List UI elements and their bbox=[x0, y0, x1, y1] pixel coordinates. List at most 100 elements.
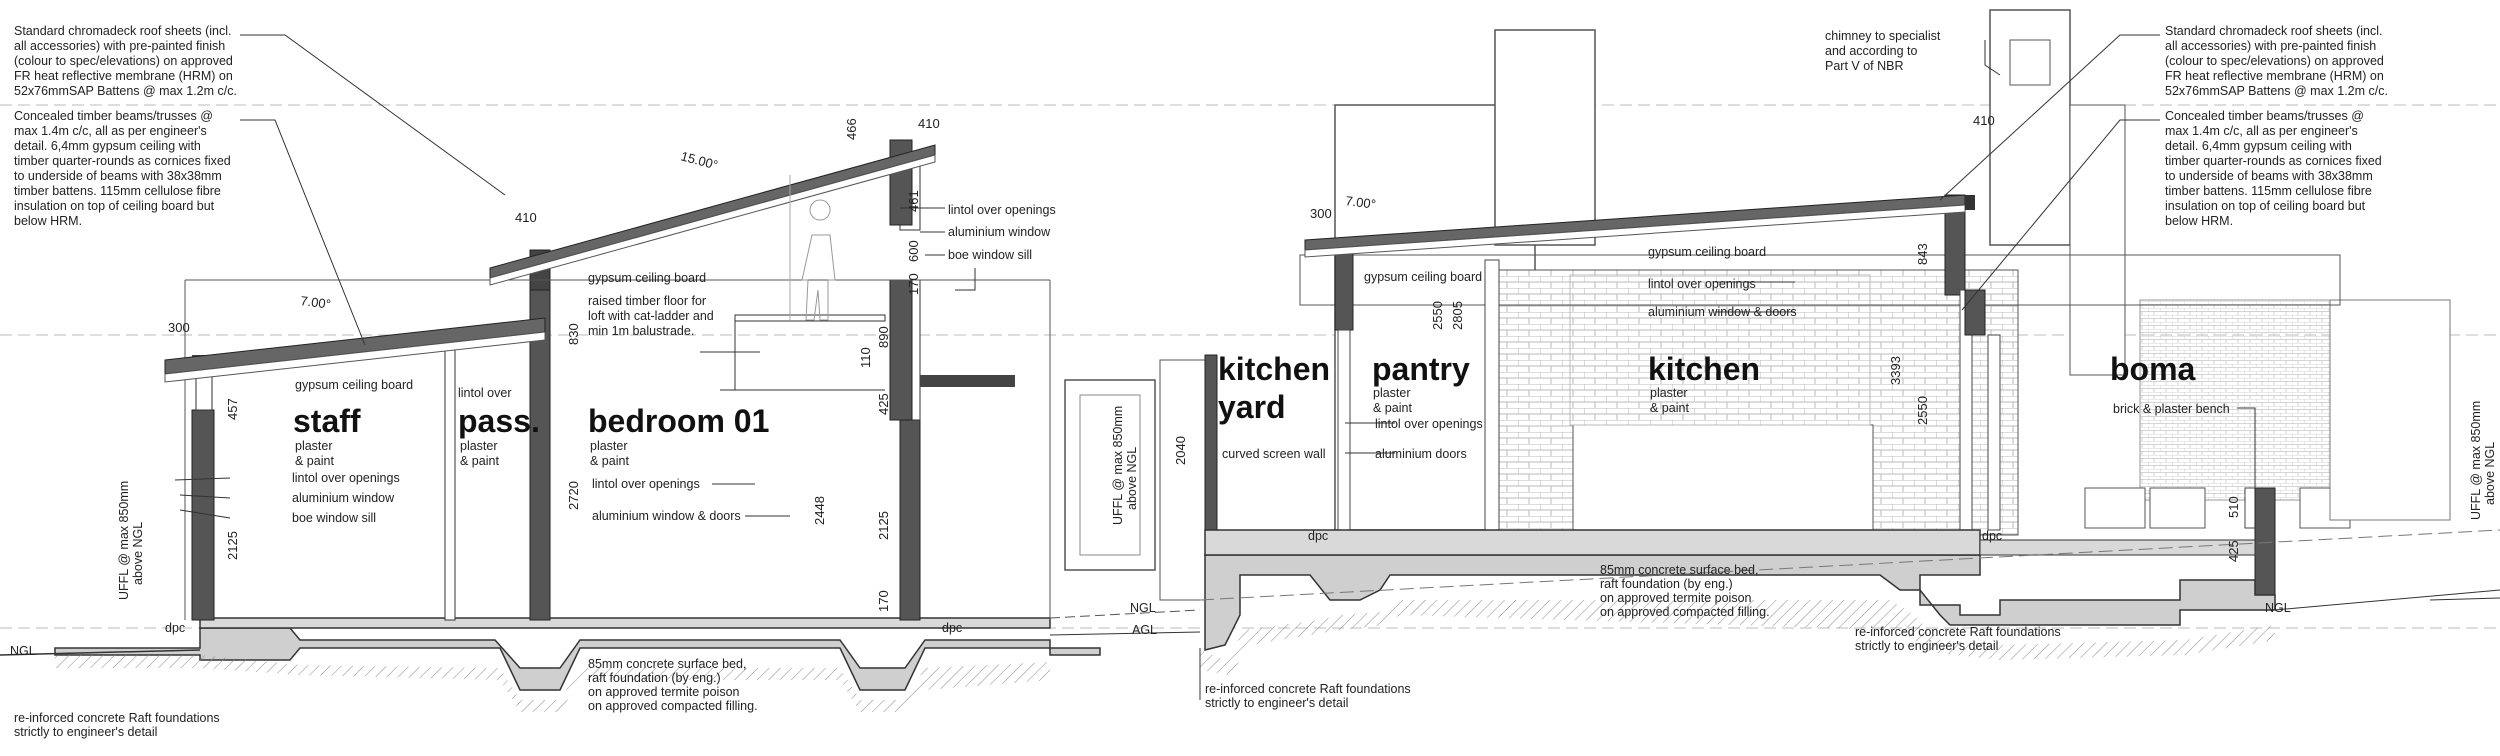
level-markers: NGL NGL NGL AGL dpc dpc dpc dpc bbox=[10, 529, 2291, 658]
dim: 461 bbox=[906, 190, 921, 212]
note-line: re-inforced concrete Raft foundations bbox=[14, 711, 220, 725]
note-line: timber quarter-rounds as cornices fixed bbox=[2165, 154, 2382, 168]
note-line: timber battens. 115mm cellulose fibre bbox=[14, 184, 221, 198]
left-building bbox=[0, 139, 1201, 712]
label-gypsum-3: gypsum ceiling board bbox=[1364, 270, 1482, 284]
dimension-labels: 300 410 410 300 410 466 461 600 170 830 … bbox=[168, 113, 2241, 612]
label-dpc: dpc bbox=[942, 621, 962, 635]
dim: 2125 bbox=[876, 511, 891, 540]
dim: 2448 bbox=[812, 496, 827, 525]
dim: 2550 bbox=[1915, 396, 1930, 425]
note-line: Concealed timber beams/trusses @ bbox=[2165, 109, 2364, 123]
note-line: raised timber floor for bbox=[588, 294, 706, 308]
note-left-roof: Standard chromadeck roof sheets (incl. a… bbox=[14, 24, 237, 98]
note-raft-3: re-inforced concrete Raft foundations st… bbox=[1855, 625, 2061, 653]
note-line: all accessories) with pre-painted finish bbox=[2165, 39, 2376, 53]
dim: 510 bbox=[2226, 496, 2241, 518]
room-kitchen: kitchen bbox=[1648, 351, 1760, 387]
note-line: 85mm concrete surface bed, bbox=[588, 657, 746, 671]
label-doors-5: aluminium window & doors bbox=[1648, 305, 1797, 319]
note-line: strictly to engineer's detail bbox=[1205, 696, 1348, 710]
note-slab-left: 85mm concrete surface bed, raft foundati… bbox=[588, 657, 758, 713]
leader-lines bbox=[174, 34, 2256, 519]
dim: 410 bbox=[515, 210, 537, 225]
room-kitchen-yard: yard bbox=[1218, 389, 1286, 425]
note-line: all accessories) with pre-painted finish bbox=[14, 39, 225, 53]
note-line: strictly to engineer's detail bbox=[1855, 639, 1998, 653]
hatch-ground-right bbox=[1200, 600, 2275, 675]
room-pantry: pantry bbox=[1372, 351, 1470, 387]
dim: 300 bbox=[1310, 206, 1332, 221]
dim: 843 bbox=[1915, 243, 1930, 265]
uffl-label-1: UFFL @ max 850mm above NGL bbox=[117, 481, 145, 600]
note-raft-1: re-inforced concrete Raft foundations st… bbox=[14, 711, 220, 739]
label-agl: AGL bbox=[1132, 623, 1157, 637]
note-line: to underside of beams with 38x38mm bbox=[14, 169, 222, 183]
label-lintol-5: lintol over openings bbox=[1648, 277, 1756, 291]
angle: 7.00° bbox=[300, 293, 332, 312]
dim: 2550 bbox=[1430, 301, 1445, 330]
dim: 2805 bbox=[1450, 301, 1465, 330]
dim: 425 bbox=[2226, 540, 2241, 562]
note-line: FR heat reflective membrane (HRM) on bbox=[14, 69, 233, 83]
label-dpc: dpc bbox=[1308, 529, 1328, 543]
angle: 7.00° bbox=[1345, 193, 1377, 212]
dim: 890 bbox=[876, 326, 891, 348]
dim: 425 bbox=[876, 393, 891, 415]
note-line: on approved compacted filling. bbox=[1600, 605, 1770, 619]
note-loft: raised timber floor for loft with cat-la… bbox=[588, 294, 714, 338]
finish-line: & paint bbox=[1650, 401, 1689, 415]
angle: 15.00° bbox=[679, 148, 719, 172]
foundation-left bbox=[54, 627, 1101, 691]
label-doors-3: aluminium window & doors bbox=[592, 509, 741, 523]
note-line: 85mm concrete surface bed, bbox=[1600, 563, 1758, 577]
note-chimney: chimney to specialist and according to P… bbox=[1825, 29, 1941, 73]
finish-line: plaster bbox=[590, 439, 628, 453]
dim: 830 bbox=[566, 323, 581, 345]
uffl-line: above NGL bbox=[131, 522, 145, 585]
note-line: max 1.4m c/c, all as per engineer's bbox=[14, 124, 207, 138]
finish-line: plaster bbox=[295, 439, 333, 453]
note-line: raft foundation (by eng.) bbox=[1600, 577, 1733, 591]
hatch-ground-left bbox=[55, 655, 1050, 712]
dim: 466 bbox=[844, 118, 859, 140]
label-lintol-1: lintol over openings bbox=[292, 471, 400, 485]
label-curved-wall: curved screen wall bbox=[1222, 447, 1326, 461]
room-boma: boma bbox=[2110, 351, 2196, 387]
dim: 410 bbox=[1973, 113, 1995, 128]
note-line: re-inforced concrete Raft foundations bbox=[1855, 625, 2061, 639]
label-gypsum-2: gypsum ceiling board bbox=[588, 271, 706, 285]
label-brick-bench: brick & plaster bench bbox=[2113, 402, 2230, 416]
note-line: re-inforced concrete Raft foundations bbox=[1205, 682, 1411, 696]
label-lintol-4: lintol over openings bbox=[1375, 417, 1483, 431]
dim: 170 bbox=[906, 273, 921, 295]
note-line: 52x76mmSAP Battens @ max 1.2m c/c. bbox=[14, 84, 237, 98]
dim: 170 bbox=[876, 590, 891, 612]
room-labels: staff pass. bedroom 01 kitchen yard pant… bbox=[293, 351, 2196, 439]
label-ngl: NGL bbox=[10, 644, 36, 658]
label-gypsum-1: gypsum ceiling board bbox=[295, 378, 413, 392]
component-labels: gypsum ceiling board gypsum ceiling boar… bbox=[292, 203, 2230, 525]
note-line: (colour to spec/elevations) on approved bbox=[14, 54, 233, 68]
label-window-2: aluminium window bbox=[948, 225, 1051, 239]
label-dpc: dpc bbox=[165, 621, 185, 635]
label-window-1: aluminium window bbox=[292, 491, 395, 505]
dim: 410 bbox=[918, 116, 940, 131]
finish-line: & paint bbox=[590, 454, 629, 468]
right-building bbox=[1159, 9, 2500, 700]
foundation-right bbox=[1204, 554, 2276, 651]
note-line: raft foundation (by eng.) bbox=[588, 671, 721, 685]
note-raft-2: re-inforced concrete Raft foundations st… bbox=[1205, 682, 1411, 710]
label-dpc: dpc bbox=[1982, 529, 2002, 543]
note-line: strictly to engineer's detail bbox=[14, 725, 157, 739]
uffl-line: UFFL @ max 850mm bbox=[2469, 401, 2483, 520]
uffl-line: UFFL @ max 850mm bbox=[117, 481, 131, 600]
finish-line: & paint bbox=[460, 454, 499, 468]
label-sill-1: boe window sill bbox=[292, 511, 376, 525]
finish-line: plaster bbox=[1373, 386, 1411, 400]
note-line: loft with cat-ladder and bbox=[588, 309, 714, 323]
uffl-label-2: UFFL @ max 850mm above NGL bbox=[1111, 406, 1139, 525]
label-gypsum-4: gypsum ceiling board bbox=[1648, 245, 1766, 259]
note-line: FR heat reflective membrane (HRM) on bbox=[2165, 69, 2384, 83]
